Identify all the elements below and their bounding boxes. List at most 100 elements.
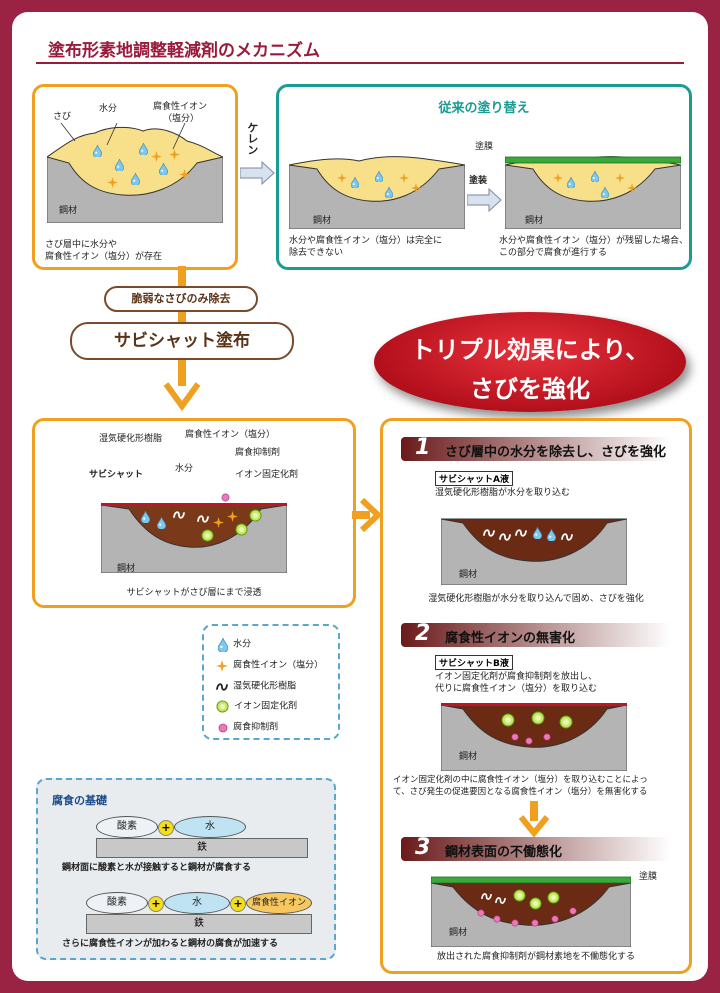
rust-layer-diagram: [47, 123, 223, 223]
star-icon: [216, 659, 228, 672]
iron-plate: 鉄: [96, 838, 308, 858]
conventional-right-steel: 鋼材: [525, 216, 544, 226]
rust-initial-panel: さび 水分 腐食性イオン （塩分） 鋼材 さび層中に水分や 腐食性イオン（塩分）…: [32, 84, 238, 270]
plus-icon-3: +: [230, 896, 246, 912]
application-caption: サビシャットがさび層にまで浸透: [126, 588, 262, 598]
effect-2-header: [401, 623, 671, 647]
conventional-panel: 従来の塗り替え 鋼材 塗装 塗膜 鋼材 水分や腐: [276, 84, 692, 270]
application-diagram: [101, 493, 287, 573]
effect-1-diagram: [441, 518, 627, 585]
conventional-right-caption-1: 水分や腐食性イオン（塩分）が残留した場合、: [499, 236, 689, 246]
conventional-title: 従来の塗り替え: [438, 101, 530, 116]
conventional-left-caption-1: 水分や腐食性イオン（塩分）は完全に: [289, 236, 443, 246]
effect-2-title: 腐食性イオンの無害化: [445, 631, 576, 646]
label-ion-1: 腐食性イオン: [153, 102, 208, 112]
legend-label: イオン固定化剤: [234, 701, 298, 712]
label-fixer: イオン固定化剤: [235, 470, 299, 480]
iron-plate-2: 鉄: [86, 914, 312, 934]
legend-box: 水分 腐食性イオン（塩分） 湿気硬化形樹脂 イオン固定化剤 腐食抑制剤: [202, 624, 340, 740]
legend-item-fixer: イオン固定化剤: [216, 696, 297, 715]
effect-2-sub-2: 代りに腐食性イオン（塩分）を取り込む: [435, 684, 598, 694]
paint-film-label: 塗膜: [475, 142, 494, 152]
effect-2-arrow: [519, 801, 549, 837]
effect-1-caption: 湿気硬化形樹脂が水分を取り込んで固め、さびを強化: [428, 594, 644, 604]
label-resin: 湿気硬化形樹脂: [99, 434, 163, 444]
effect-3-diagram: [431, 876, 631, 947]
effect-1-sub: 湿気硬化形樹脂が水分を取り込む: [435, 488, 571, 498]
page-sheet: 塗布形素地調整軽減剤のメカニズム さび 水分 腐食性イオン （塩分） 鋼材 さび…: [12, 12, 708, 981]
corrosion-basics-box: 腐食の基礎 酸素 + 水 鉄 鋼材面に酸素と水が接触すると鋼材が腐食する 酸素 …: [36, 778, 336, 960]
legend-item-inhibitor: 腐食抑制剤: [218, 717, 278, 736]
conventional-left-steel: 鋼材: [313, 216, 332, 226]
conventional-left-caption-2: 除去できない: [289, 248, 344, 258]
keren-arrow: [240, 160, 275, 186]
effect-3-header: [401, 837, 671, 861]
basics-title: 腐食の基礎: [52, 794, 107, 807]
iron-label: 鉄: [194, 918, 204, 929]
flow-arrow-right: [352, 498, 382, 532]
effect-2-number: 2: [415, 621, 431, 646]
water-ellipse: 水: [174, 816, 246, 838]
effect-3-number: 3: [415, 835, 431, 860]
banner-line-2: さびを強化: [470, 375, 590, 403]
legend-item-ion: 腐食性イオン（塩分）: [216, 655, 323, 674]
application-panel: 湿気硬化形樹脂 腐食性イオン（塩分） 水分 腐食抑制剤 サビシャット イオン固定…: [32, 418, 356, 608]
legend-label: 腐食性イオン（塩分）: [233, 660, 324, 671]
conventional-left-diagram: [289, 156, 465, 229]
water-drop-icon: [218, 637, 228, 652]
water-ellipse-2: 水: [164, 892, 230, 914]
basics-caption-2: さらに腐食性イオンが加わると鋼材の腐食が加速する: [62, 939, 279, 949]
effect-3-title: 鋼材表面の不働態化: [445, 845, 563, 860]
effects-panel: 1 さび層中の水分を除去し、さびを強化 サビシャットA液 湿気硬化形樹脂が水分を…: [380, 418, 692, 974]
label-steel: 鋼材: [117, 564, 136, 574]
label-water: 水分: [175, 464, 194, 474]
legend-label: 腐食抑制剤: [233, 722, 279, 733]
conventional-right-diagram: [505, 156, 681, 229]
title-rule: [36, 62, 684, 64]
effect-2-tag: サビシャットB液: [435, 655, 513, 670]
banner-line-1: トリプル効果により、: [410, 336, 650, 364]
oxygen-ellipse-2: 酸素: [86, 892, 148, 914]
effect-2-caption-1: イオン固定化剤の中に腐食性イオン（塩分）を取り込むことによっ: [393, 775, 648, 785]
label-steel: 鋼材: [59, 206, 78, 216]
coating-arrow: [467, 187, 502, 213]
legend-label: 水分: [233, 639, 252, 650]
label-product: サビシャット: [89, 470, 144, 480]
label-water: 水分: [99, 104, 118, 114]
label-ion: 腐食性イオン（塩分）: [185, 430, 276, 440]
effect-3-paint-film: 塗膜: [639, 872, 658, 882]
effect-1-header: [401, 437, 671, 461]
caption-line-2: 腐食性イオン（塩分）が存在: [45, 252, 163, 262]
coating-label: 塗装: [469, 176, 488, 186]
legend-item-water: 水分: [218, 634, 251, 653]
plus-icon: +: [158, 820, 174, 836]
ion-ellipse: 腐食性イオン: [246, 892, 312, 914]
iron-label: 鉄: [197, 842, 207, 853]
caption-line-1: さび層中に水分や: [45, 240, 118, 250]
page-title: 塗布形素地調整軽減剤のメカニズム: [48, 41, 320, 61]
effect-1-number: 1: [415, 435, 431, 460]
effect-2-sub-1: イオン固定化剤が腐食抑制剤を放出し、: [435, 672, 598, 682]
apply-product-label: サビシャット塗布: [70, 322, 294, 360]
keren-label: ケレン: [245, 122, 259, 155]
effect-3-steel: 鋼材: [449, 928, 468, 938]
effect-2-diagram: [441, 703, 627, 771]
green-circle-icon: [216, 700, 229, 713]
effect-3-caption: 放出された腐食抑制剤が鋼材素地を不働態化する: [436, 952, 635, 962]
label-ion-2: （塩分）: [163, 114, 200, 124]
plus-icon-2: +: [148, 896, 164, 912]
triple-effect-banner: トリプル効果により、 さびを強化: [374, 312, 686, 412]
oxygen-ellipse: 酸素: [96, 816, 158, 838]
legend-item-resin: 湿気硬化形樹脂: [216, 676, 296, 695]
effect-2-steel: 鋼材: [459, 752, 478, 762]
pink-dot-icon: [218, 723, 228, 732]
label-inhibitor: 腐食抑制剤: [235, 448, 281, 458]
effect-1-title: さび層中の水分を除去し、さびを強化: [445, 445, 667, 460]
resin-curl-icon: [216, 682, 228, 691]
remove-weak-rust-label: 脆弱なさびのみ除去: [104, 286, 258, 312]
legend-label: 湿気硬化形樹脂: [233, 681, 297, 692]
label-rust: さび: [53, 112, 72, 122]
basics-caption-1: 鋼材面に酸素と水が接触すると鋼材が腐食する: [62, 863, 252, 873]
effect-2-caption-2: て、さび発生の促進要因となる腐食性イオン（塩分）を無害化する: [393, 787, 648, 797]
effect-1-tag: サビシャットA液: [435, 471, 513, 486]
